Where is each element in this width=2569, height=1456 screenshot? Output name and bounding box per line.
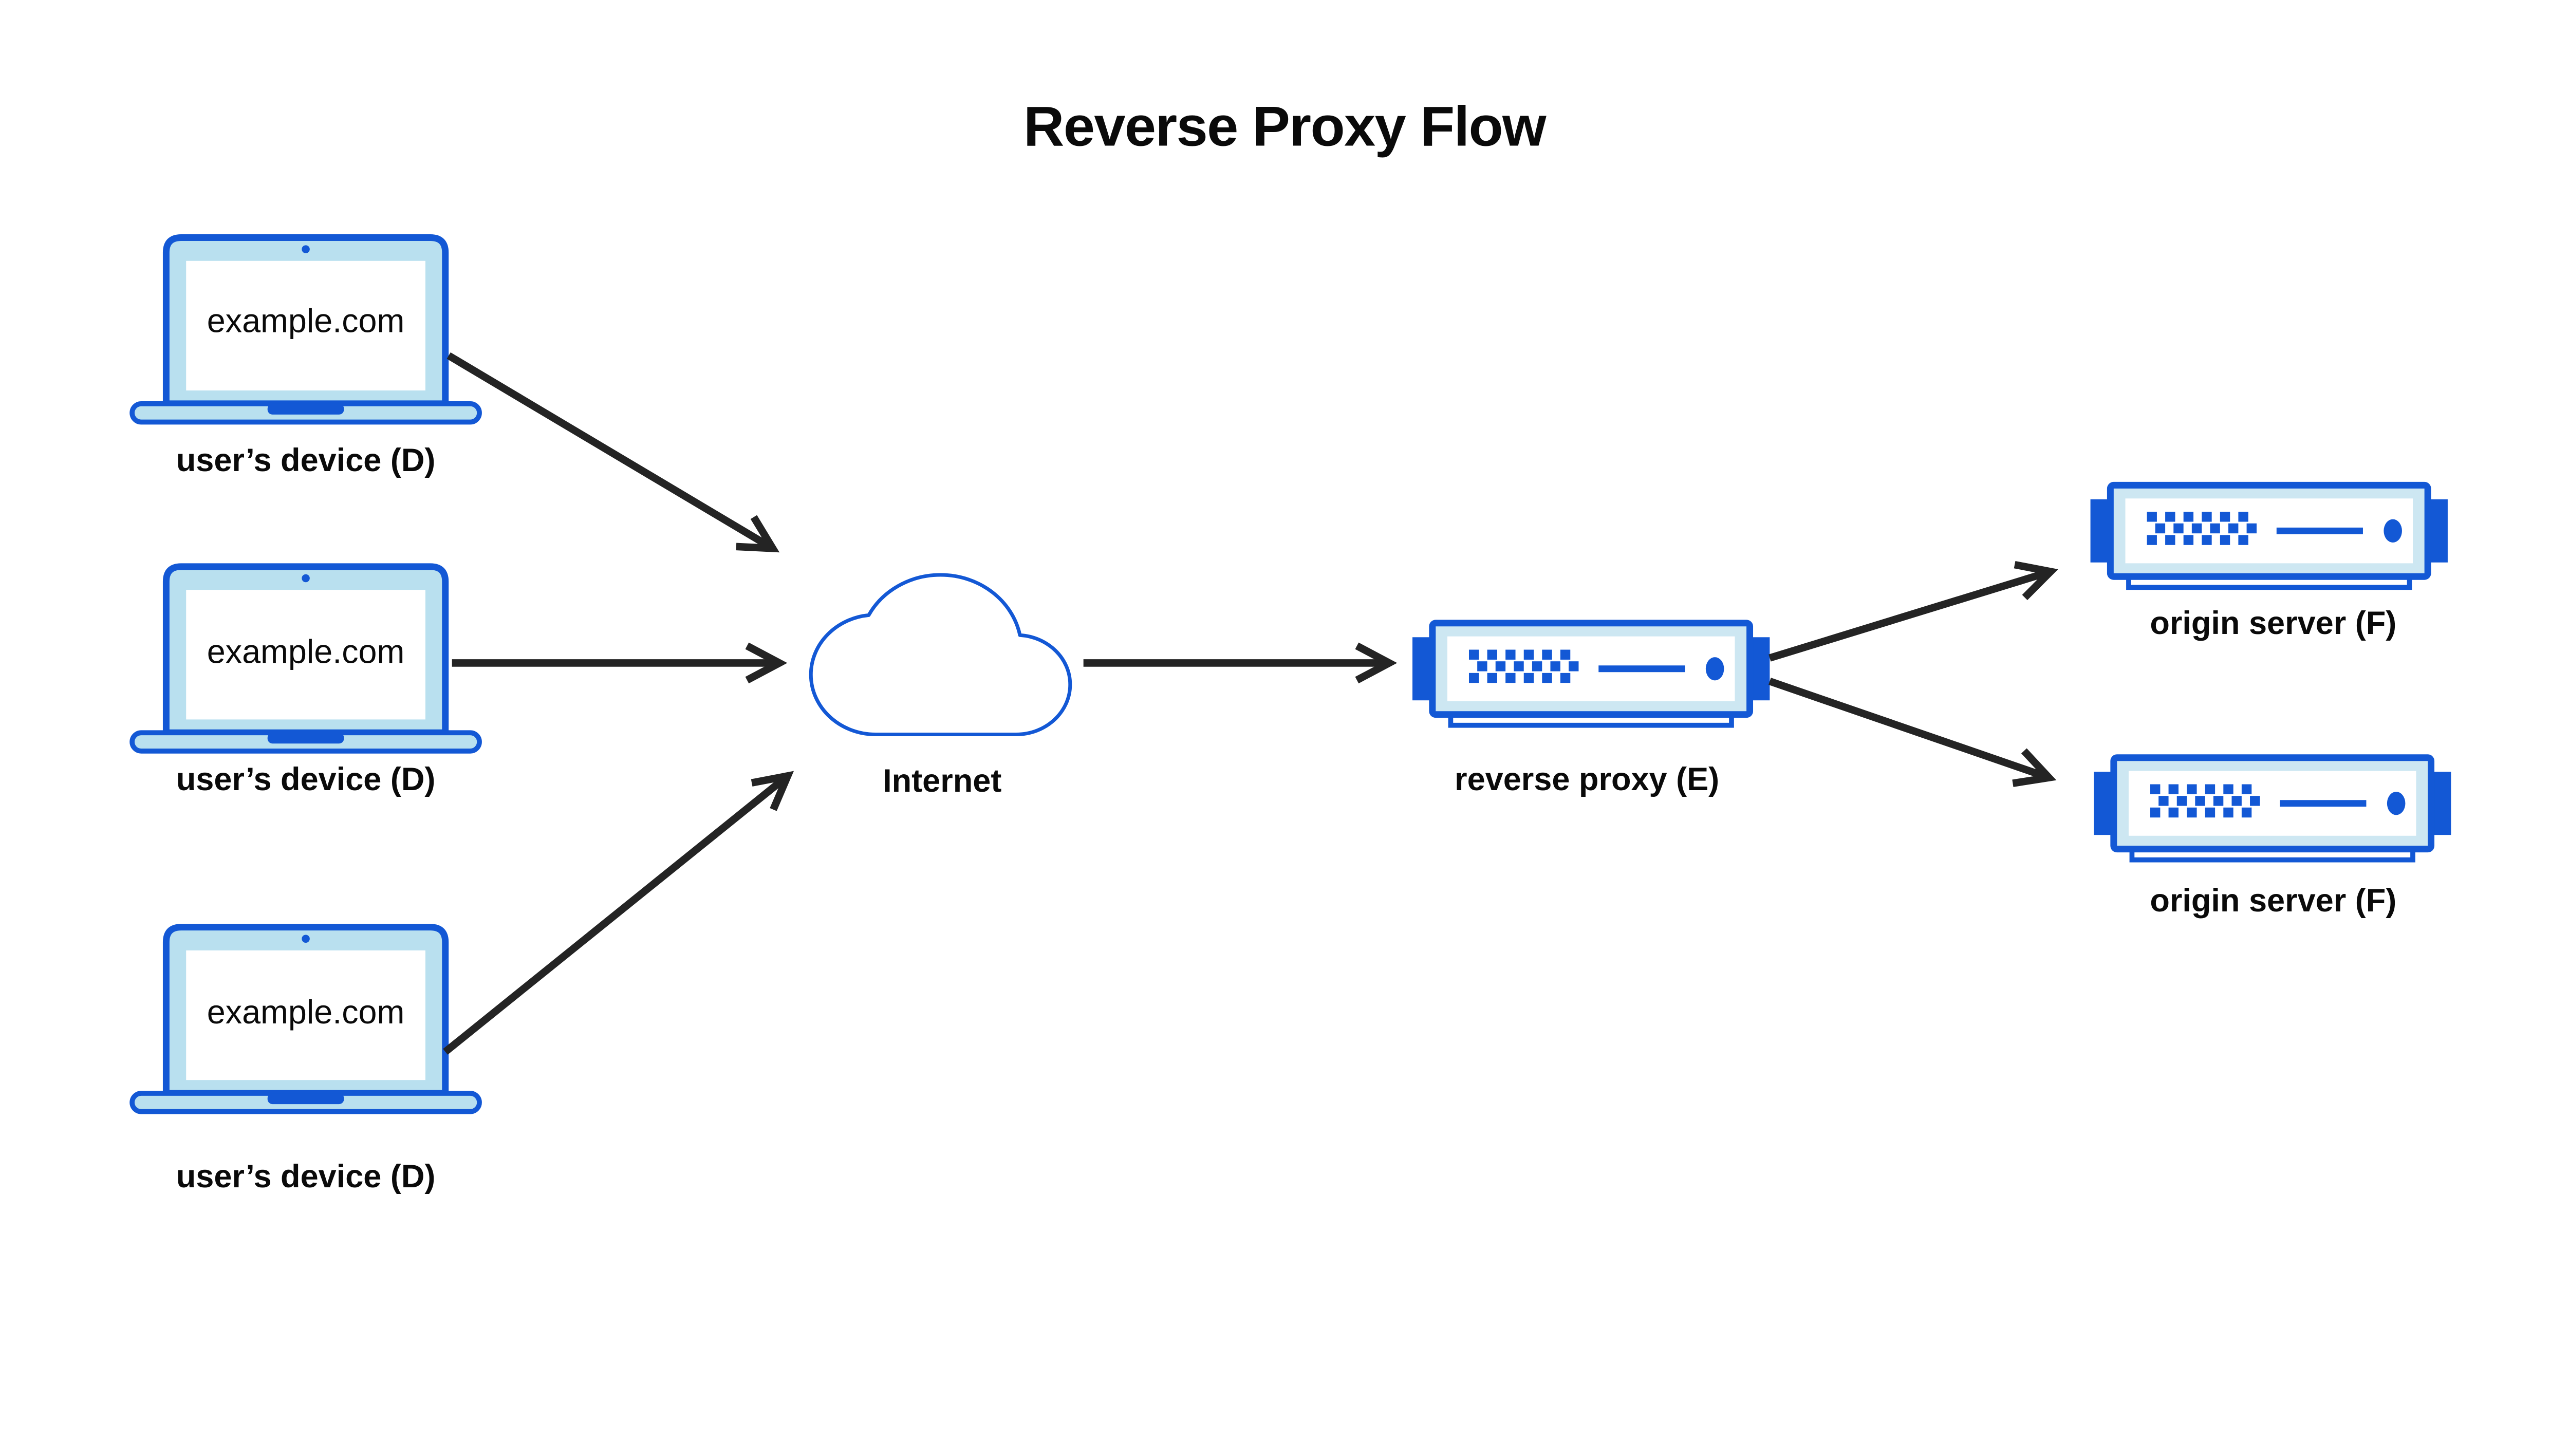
arrow-shaft <box>1768 678 2051 781</box>
arrow-device1-to-internet <box>446 352 780 553</box>
arrow-head <box>736 515 780 553</box>
device-label: user’s device (D) <box>176 442 436 478</box>
user-device-node-3: example.com user’s device (D) <box>132 927 479 1194</box>
arrow-proxy-to-origin1 <box>1768 561 2058 662</box>
device-screen-url: example.com <box>207 993 405 1031</box>
device-screen-url: example.com <box>207 302 405 340</box>
user-device-node-2: example.com user’s device (D) <box>132 567 479 797</box>
arrow-head <box>745 642 788 684</box>
arrow-head <box>2014 561 2058 601</box>
arrow-device2-to-internet <box>452 642 788 684</box>
server-icon <box>2091 485 2448 587</box>
cloud-icon <box>811 575 1070 734</box>
origin-server-label: origin server (F) <box>2150 605 2396 641</box>
origin-server-node-1: origin server (F) <box>2091 485 2448 641</box>
internet-label: Internet <box>883 763 1001 799</box>
arrow-proxy-to-origin2 <box>1768 678 2057 787</box>
arrow-shaft <box>1768 568 2052 662</box>
arrow-device3-to-internet <box>443 771 794 1055</box>
arrow-shaft <box>443 773 790 1055</box>
device-label: user’s device (D) <box>176 1159 436 1194</box>
server-icon <box>1412 623 1770 725</box>
user-device-node-1: example.com user’s device (D) <box>132 237 479 478</box>
origin-server-label: origin server (F) <box>2150 883 2396 919</box>
device-screen-url: example.com <box>207 632 405 670</box>
arrow-shaft <box>446 352 775 552</box>
server-icon <box>2094 758 2451 860</box>
reverse-proxy-label: reverse proxy (E) <box>1455 761 1719 797</box>
reverse-proxy-flow-diagram: Reverse Proxy Flow example.com user’s de… <box>128 95 2454 1194</box>
device-label: user’s device (D) <box>176 761 436 797</box>
arrow-head <box>751 771 794 811</box>
arrow-head <box>2012 748 2057 787</box>
reverse-proxy-node: reverse proxy (E) <box>1412 623 1770 797</box>
internet-node: Internet <box>811 575 1070 799</box>
origin-server-node-2: origin server (F) <box>2094 758 2451 919</box>
arrow-head <box>1355 642 1398 684</box>
diagram-title: Reverse Proxy Flow <box>1023 95 1547 158</box>
arrow-internet-to-proxy <box>1083 642 1398 684</box>
